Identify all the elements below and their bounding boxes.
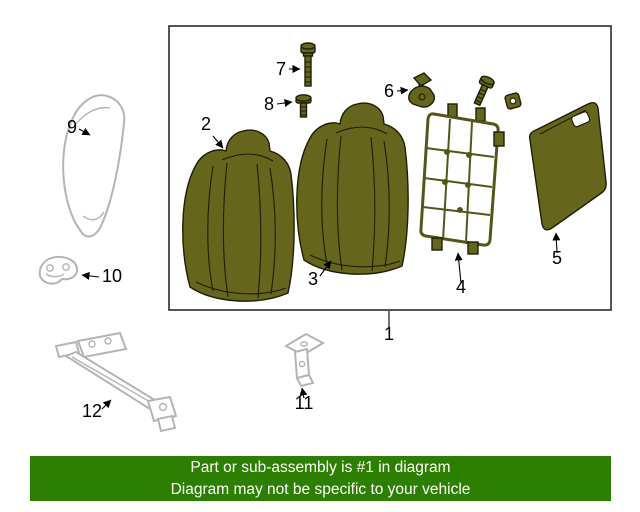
callout-5: 5 (552, 248, 562, 268)
callout-3-leader (319, 260, 332, 277)
callout-11: 11 (295, 393, 314, 413)
disclaimer-banner: Part or sub-assembly is #1 in diagram Di… (30, 456, 611, 501)
callout-8: 8 (264, 94, 274, 114)
part-3-seat-back-cushion (296, 102, 409, 275)
part-9-side-panel (62, 94, 126, 238)
callout-8-leader (276, 99, 293, 107)
callout-4-leader (454, 252, 463, 284)
callout-4: 4 (456, 277, 466, 297)
callout-2-leader (212, 135, 224, 149)
callout-1: 1 (384, 324, 394, 344)
hardware-nut (504, 92, 522, 110)
callout-9-leader (78, 127, 91, 136)
assembly-box (168, 25, 612, 311)
callout-10-leader (81, 271, 100, 280)
part-2-seat-back-cushion (182, 129, 295, 302)
callout-6: 6 (384, 81, 394, 101)
part-6-bracket (408, 72, 436, 108)
callout-11-leader (299, 387, 308, 399)
callout-9: 9 (67, 117, 77, 137)
part-8-screw (295, 94, 312, 118)
part-4-seat-back-frame (419, 103, 505, 255)
part-12-rail-assembly (54, 331, 178, 433)
part-11-bracket (283, 332, 326, 388)
callout-7: 7 (276, 59, 286, 79)
disclaimer-line-1: Part or sub-assembly is #1 in diagram (190, 459, 451, 476)
callout-12-leader (101, 399, 112, 410)
disclaimer-line-2: Diagram may not be specific to your vehi… (170, 480, 471, 498)
part-10-bracket (38, 255, 79, 285)
part-7-bolt (300, 42, 316, 87)
part-5-back-panel (528, 101, 607, 231)
callout-12: 12 (82, 401, 102, 421)
callout-3: 3 (308, 269, 318, 289)
callout-10: 10 (102, 266, 122, 286)
hardware-bolt (473, 75, 495, 107)
callout-5-leader (552, 232, 561, 254)
callout-2: 2 (201, 114, 211, 134)
callout-6-leader (396, 86, 409, 95)
